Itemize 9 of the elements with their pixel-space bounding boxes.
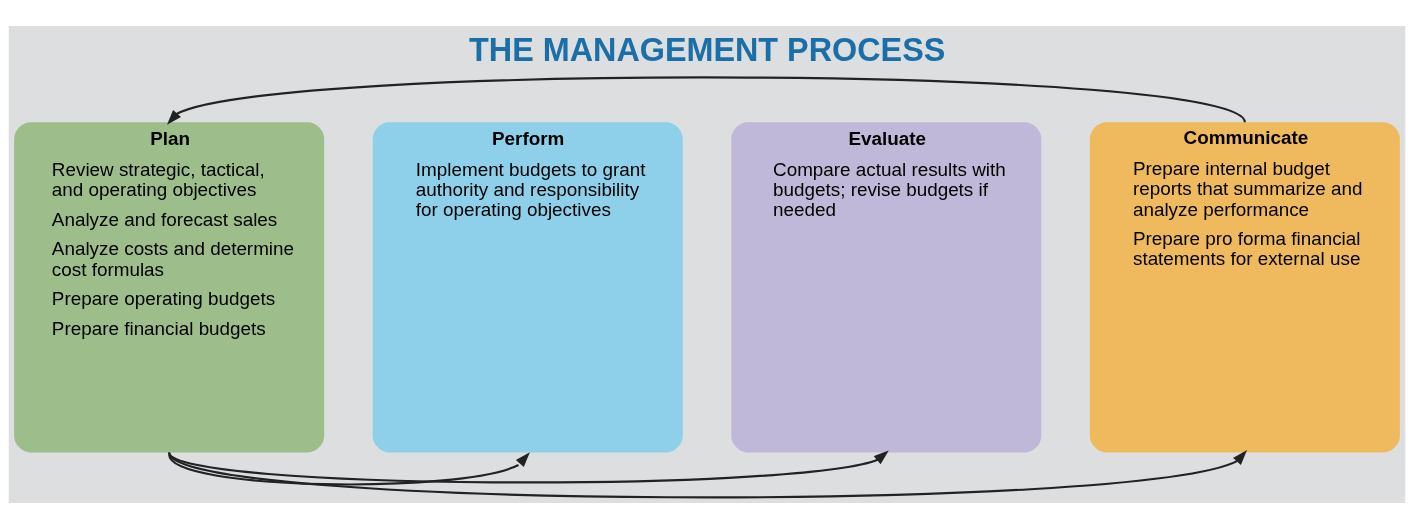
arrow — [168, 450, 1248, 499]
node-box: Perform Implement budgets to grant authority and responsibility for operating objectives — [372, 122, 683, 453]
diagram-title: THE MANAGEMENT PROCESS — [469, 32, 946, 69]
arrow — [168, 452, 530, 486]
node-box: Plan Review strategic, tactical, and operating objectives Analyze and forecast sales Analyze costs and determine cost formulas Prepare operating budgets Prepare financial budgets — [14, 122, 325, 453]
arrow — [168, 450, 889, 484]
arrow — [166, 76, 1246, 125]
node-box: Evaluate Compare actual results with budgets; revise budgets if needed — [731, 122, 1042, 453]
node-box: Communicate Prepare internal budget reports that summarize and analyze performance Prepare pro forma financial statements for external use — [1089, 122, 1400, 453]
